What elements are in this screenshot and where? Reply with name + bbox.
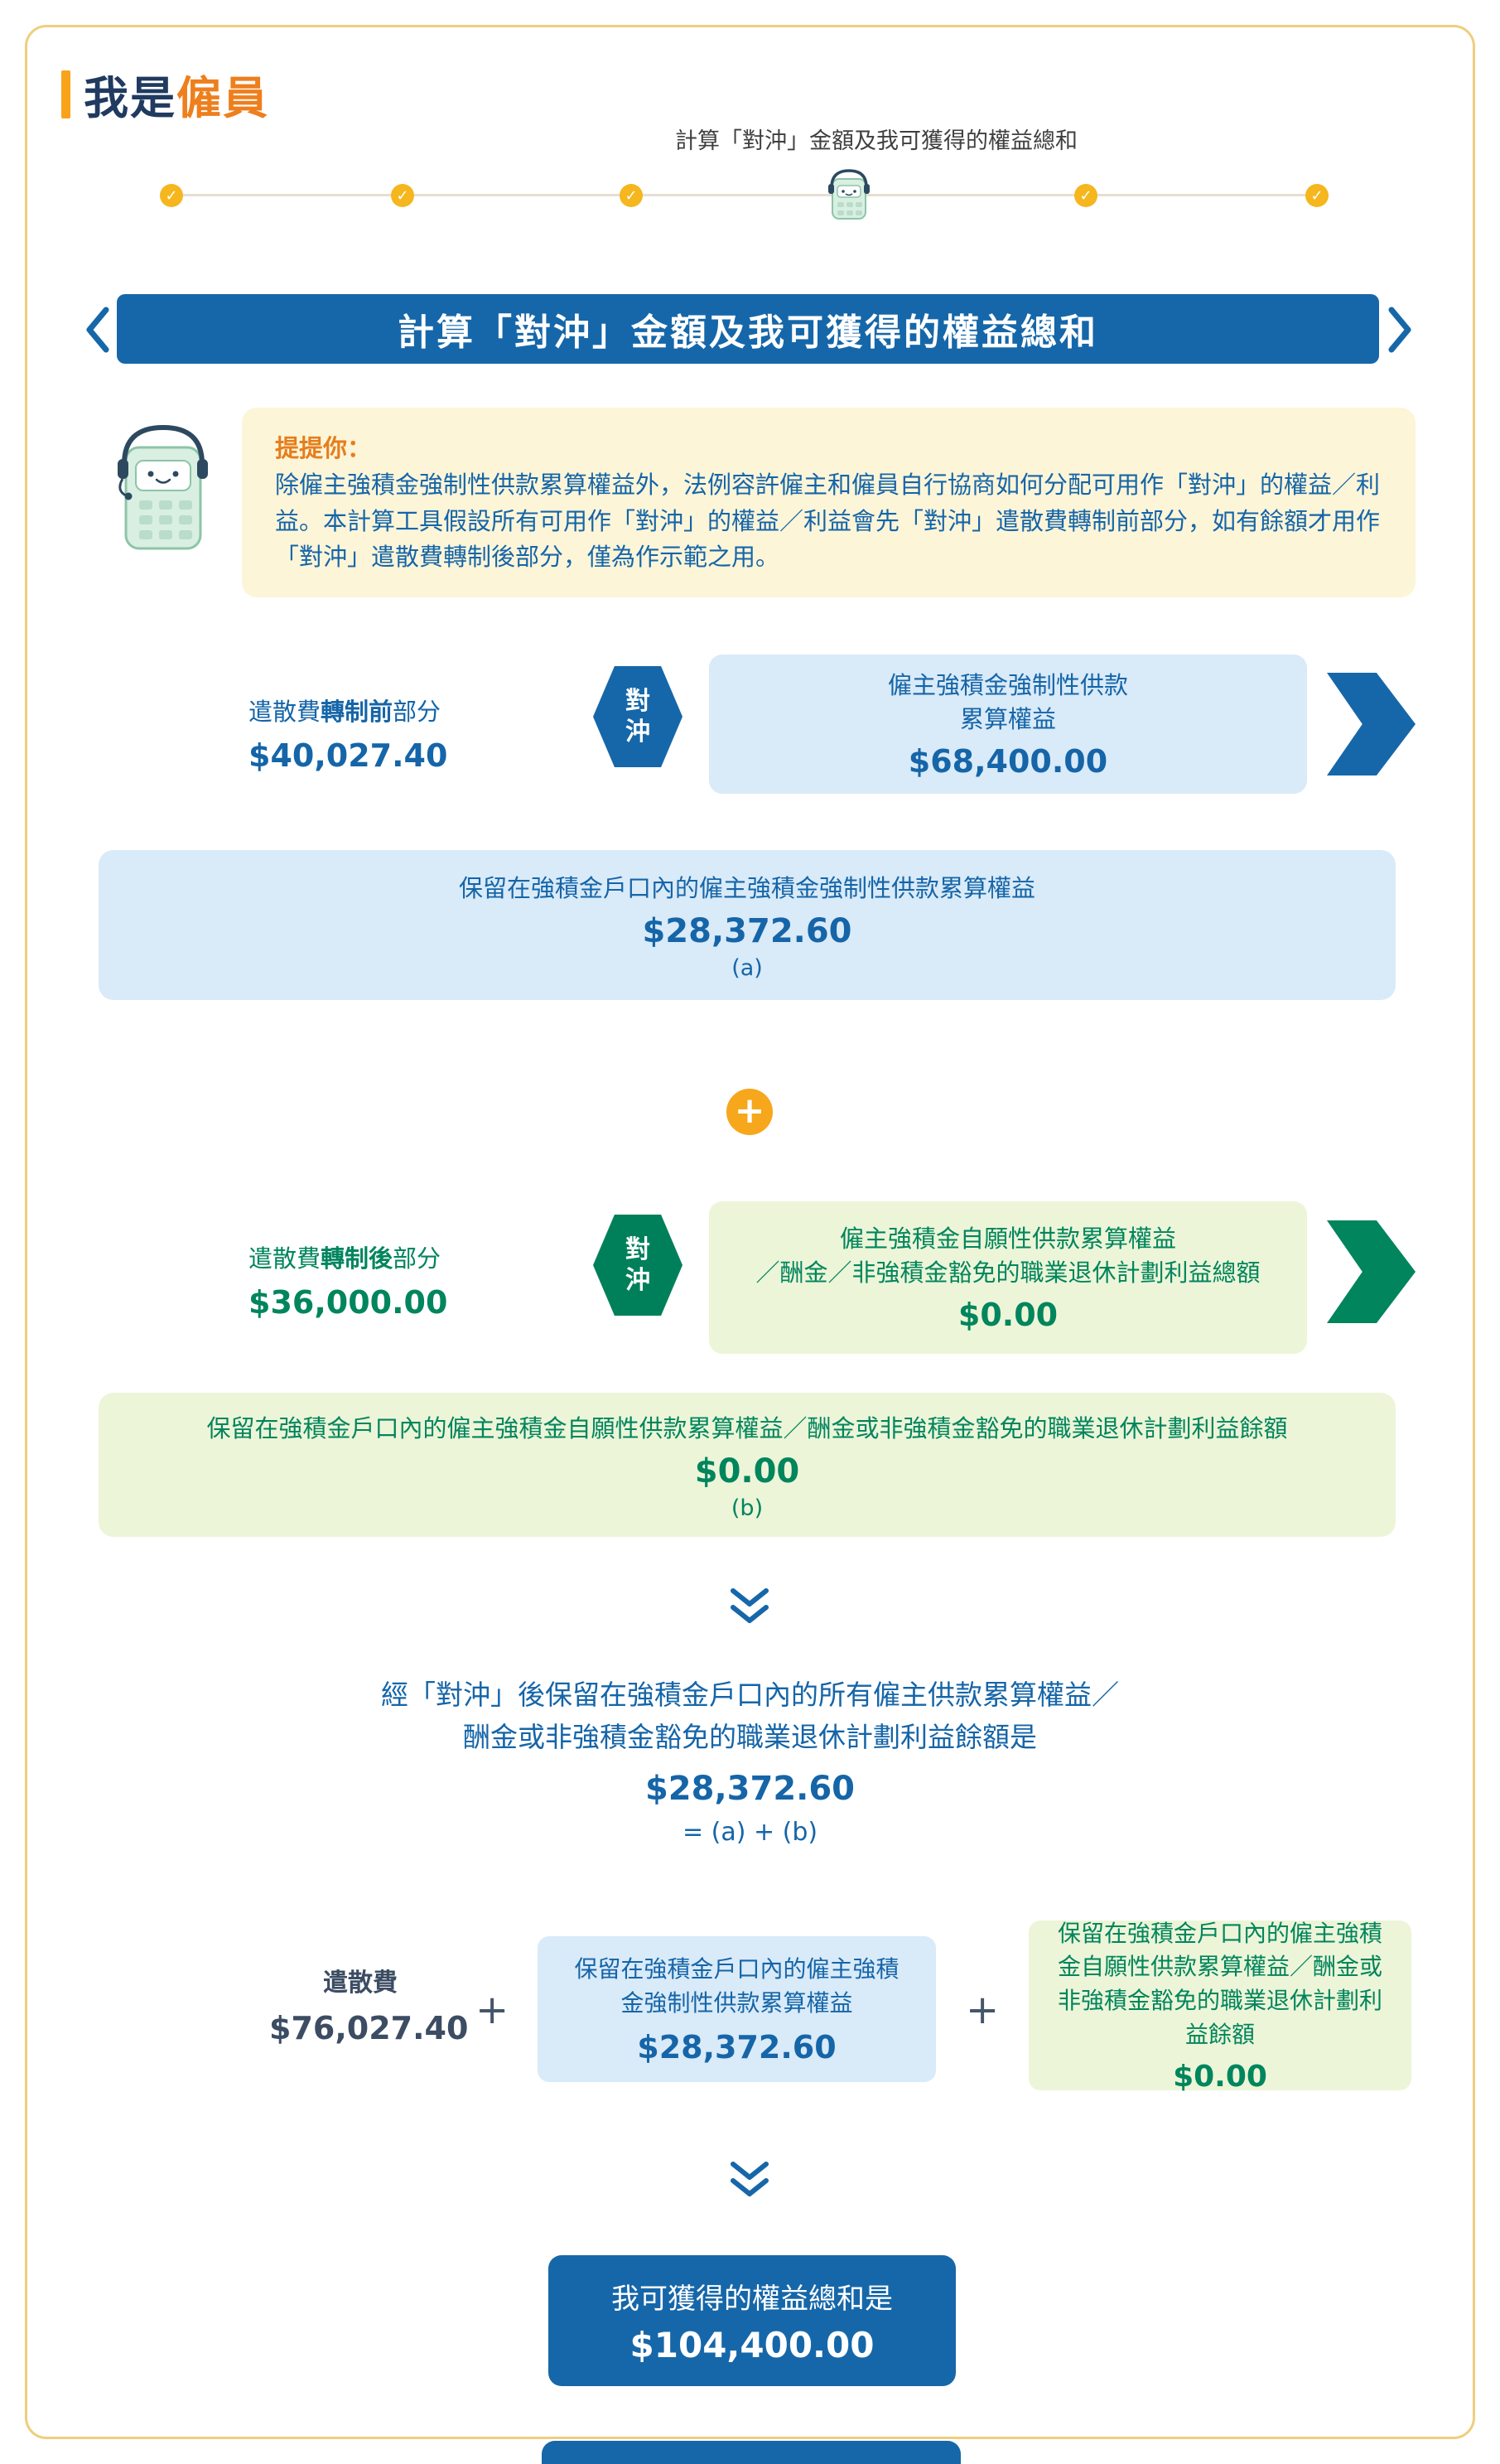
- title-accent-bar: [61, 70, 70, 118]
- benefit-amount: $0.00: [957, 1296, 1059, 1333]
- severance-total: 遣散費 $76,027.40: [269, 1962, 469, 2046]
- label-bold: 轉制後: [321, 1244, 393, 1273]
- offset-badge-label: 對沖: [625, 686, 650, 747]
- label-bold: 轉制前: [321, 698, 393, 726]
- step-check-icon[interactable]: ✓: [391, 184, 414, 207]
- post-transition-severance-label: 遣散費轉制後部分: [248, 1239, 447, 1274]
- next-section-partial-banner[interactable]: [542, 2441, 961, 2464]
- benefit-title-line1: 僱主強積金強制性供款: [887, 671, 1128, 700]
- final-total-title: 我可獲得的權益總和是: [611, 2283, 893, 2316]
- reminder-box: 提提你： 除僱主強積金強制性供款累算權益外，法例容許僱主和僱員自行協商如何分配可…: [242, 408, 1416, 597]
- calculator-mascot-icon: [106, 416, 218, 564]
- offset-summary: 經「對沖」後保留在強積金戶口內的所有僱主供款累算權益／ 酬金或非強積金豁免的職業…: [0, 1674, 1500, 1847]
- retained-mandatory-amount: $28,372.60: [637, 2028, 837, 2065]
- reminder-title: 提提你：: [275, 434, 372, 462]
- result-b-amount: $0.00: [694, 1452, 800, 1490]
- benefit-title-line1: 僱主強積金自願性供款累算權益: [839, 1225, 1176, 1254]
- pre-transition-severance-label: 遣散費轉制前部分: [248, 693, 447, 727]
- plus-sign: +: [966, 1987, 1000, 2033]
- next-section-chevron-icon[interactable]: [1385, 305, 1415, 358]
- page-title-text: 我是僱員: [84, 61, 269, 127]
- pre-transition-severance-amount: $40,027.40: [248, 737, 448, 774]
- post-transition-severance: 遣散費轉制後部分 $36,000.00: [248, 1239, 447, 1321]
- plus-sign: +: [475, 1987, 509, 2033]
- offset-badge: 對沖: [593, 666, 682, 767]
- result-b-box: 保留在強積金戶口內的僱主強積金自願性供款累算權益／酬金或非強積金豁免的職業退休計…: [99, 1393, 1396, 1537]
- step-check-icon[interactable]: ✓: [620, 184, 643, 207]
- label-prefix: 遣散費: [248, 698, 321, 726]
- offset-badge-label: 對沖: [625, 1234, 650, 1296]
- offset-badge: 對沖: [593, 1215, 682, 1316]
- retained-voluntary-amount: $0.00: [1173, 2060, 1267, 2094]
- summary-line1: 經「對沖」後保留在強積金戶口內的所有僱主供款累算權益／: [381, 1679, 1119, 1711]
- right-arrow-icon: [1327, 1220, 1416, 1323]
- chevron-double-down-icon: [728, 2161, 771, 2202]
- mandatory-benefit-box: 僱主強積金強制性供款 累算權益 $68,400.00: [709, 655, 1307, 794]
- benefit-title-line2: ／酬金／非強積金豁免的職業退休計劃利益總額: [755, 1259, 1261, 1287]
- title-prefix: 我是: [84, 72, 176, 124]
- right-arrow-icon: [1327, 673, 1416, 775]
- stepper-current-label: 計算「對沖」金額及我可獲得的權益總和: [675, 128, 1078, 154]
- summary-line2: 酬金或非強積金豁免的職業退休計劃利益餘額是: [463, 1721, 1037, 1754]
- retained-voluntary-box: 保留在強積金戶口內的僱主強積金自願性供款累算權益／酬金或非強積金豁免的職業退休計…: [1029, 1919, 1411, 2094]
- plus-icon: +: [726, 1089, 773, 1135]
- pre-transition-severance: 遣散費轉制前部分 $40,027.40: [248, 693, 447, 774]
- benefit-title-line2: 累算權益: [959, 705, 1056, 733]
- chevron-double-down-icon: [728, 1587, 771, 1629]
- result-a-amount: $28,372.60: [642, 912, 852, 950]
- retained-mandatory-title: 保留在強積金戶口內的僱主強積金強制性供款累算權益: [574, 1955, 900, 2017]
- benefit-amount: $68,400.00: [908, 742, 1108, 780]
- page-title: 我是僱員: [61, 61, 269, 127]
- previous-section-chevron-icon[interactable]: [83, 305, 113, 358]
- section-banner: 計算「對沖」金額及我可獲得的權益總和: [117, 294, 1379, 364]
- step-check-icon[interactable]: ✓: [1305, 184, 1329, 207]
- final-total-box: 我可獲得的權益總和是 $104,400.00: [548, 2255, 956, 2386]
- severance-label: 遣散費: [323, 1969, 398, 1998]
- post-transition-severance-amount: $36,000.00: [248, 1284, 448, 1321]
- reminder-body: 除僱主強積金強制性供款累算權益外，法例容許僱主和僱員自行協商如何分配可用作「對沖…: [275, 471, 1381, 571]
- step-check-icon[interactable]: ✓: [160, 184, 183, 207]
- label-prefix: 遣散費: [248, 1244, 321, 1273]
- summary-amount: $28,372.60: [644, 1770, 856, 1809]
- stepper-mascot-icon: [825, 164, 873, 225]
- summary-formula: = (a) + (b): [682, 1818, 818, 1848]
- retained-voluntary-title: 保留在強積金戶口內的僱主強積金自願性供款累算權益／酬金或非強積金豁免的職業退休計…: [1057, 1919, 1382, 2048]
- voluntary-benefit-box: 僱主強積金自願性供款累算權益 ／酬金／非強積金豁免的職業退休計劃利益總額 $0.…: [709, 1201, 1307, 1354]
- step-check-icon[interactable]: ✓: [1074, 184, 1097, 207]
- result-b-tag: (b): [731, 1495, 764, 1521]
- result-a-box: 保留在強積金戶口內的僱主強積金強制性供款累算權益 $28,372.60 (a): [99, 850, 1396, 1000]
- result-b-title: 保留在強積金戶口內的僱主強積金自願性供款累算權益／酬金或非強積金豁免的職業退休計…: [206, 1413, 1288, 1442]
- result-a-tag: (a): [731, 955, 763, 981]
- result-a-title: 保留在強積金戶口內的僱主強積金強制性供款累算權益: [458, 874, 1035, 902]
- label-suffix: 部分: [393, 698, 441, 726]
- label-suffix: 部分: [393, 1244, 441, 1273]
- final-total-amount: $104,400.00: [629, 2325, 875, 2365]
- title-highlight: 僱員: [176, 72, 269, 124]
- stepper-progress-line: [171, 194, 1317, 196]
- retained-mandatory-box: 保留在強積金戶口內的僱主強積金強制性供款累算權益 $28,372.60: [538, 1936, 936, 2082]
- severance-amount: $76,027.40: [269, 2010, 469, 2046]
